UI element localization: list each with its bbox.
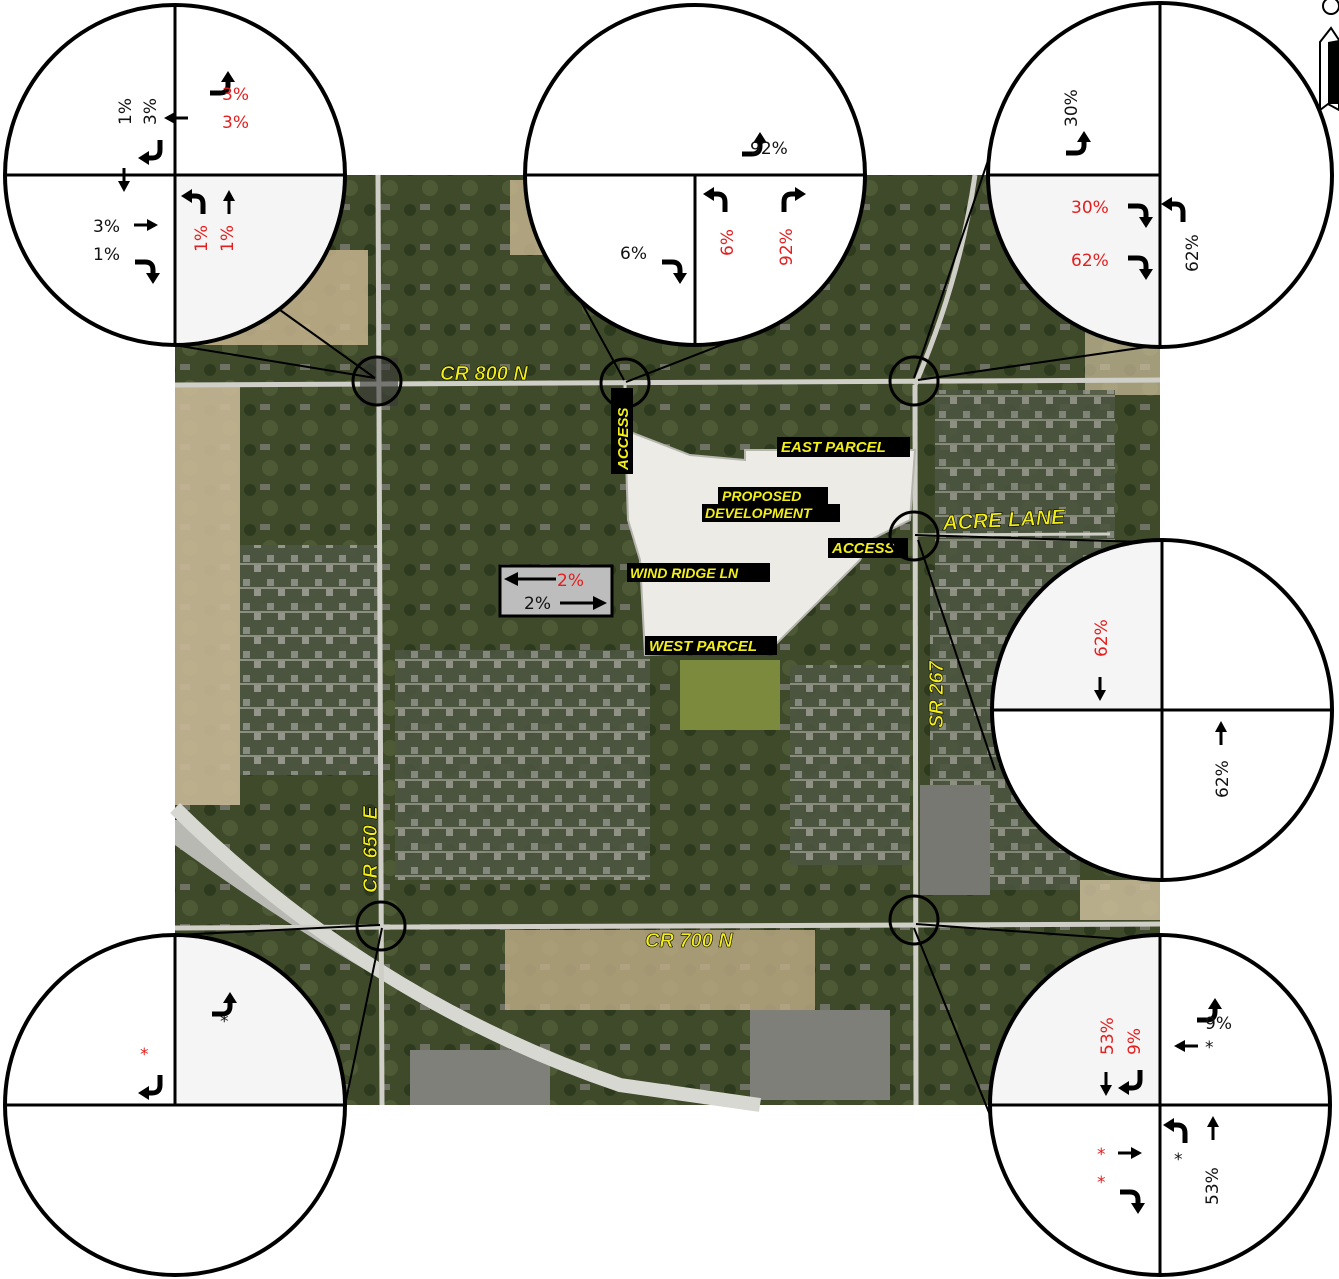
ne-wb-left-pct: 30% <box>1062 89 1082 127</box>
ne-eb-left-pct: 30% <box>1071 198 1109 218</box>
callout-cr800n-sr267: 30% 30% 62% 62% <box>986 1 1334 349</box>
intersection-markers <box>351 355 940 952</box>
road-label-acre-lane: ACRE LANE <box>941 506 1067 535</box>
nw-nb-through-pct: 1% <box>218 225 238 252</box>
nw-sb-through-pct: 1% <box>116 98 136 125</box>
sw-wb-right-pct: * <box>220 1012 229 1032</box>
n-access-nb-right-pct: 92% <box>777 228 797 266</box>
callout-acre-lane-sr267: 62% 62% <box>990 538 1334 882</box>
ne-nb-left-pct: 62% <box>1183 234 1203 272</box>
callout-cr800n-cr650e: 1% 3% 3% 3% 3% 1% 1% 1% <box>3 3 347 347</box>
se-wb-through-pct: * <box>1205 1038 1214 1058</box>
se-sb-through-pct: 53% <box>1098 1017 1118 1055</box>
proposed-label: PROPOSED <box>722 488 801 504</box>
nw-wb-through-pct: 3% <box>222 113 249 133</box>
nw-wb-right-pct: 3% <box>222 85 249 105</box>
callout-cr700n-sr267: 9% * 53% 9% * * * 53% <box>988 933 1332 1277</box>
nw-eb-through-pct: 3% <box>93 217 120 237</box>
acre-nb-through-pct: 62% <box>1213 760 1233 798</box>
sw-sb-left-pct: * <box>140 1045 149 1065</box>
wind-ridge-distribution-box: 2% 2% <box>498 564 614 618</box>
nw-nb-left-pct: 1% <box>192 225 212 252</box>
road-label-cr700n: CR 700 N <box>645 930 733 952</box>
nw-eb-right-pct: 1% <box>93 245 120 265</box>
se-eb-through-pct: * <box>1097 1145 1106 1165</box>
access-label-east: ACCESS <box>831 540 895 557</box>
callout-cr800n-access: 92% 6% 6% 92% <box>523 3 867 347</box>
nw-sb-left-pct: 3% <box>141 98 161 125</box>
road-label-cr650e: CR 650 E <box>360 806 382 893</box>
n-access-eb-right-pct: 6% <box>620 244 647 264</box>
se-wb-right-pct: 9% <box>1205 1014 1232 1034</box>
se-nb-through-pct: 53% <box>1203 1167 1223 1205</box>
n-access-wb-right-pct: 92% <box>750 139 788 159</box>
acre-sb-through-pct: 62% <box>1092 619 1112 657</box>
road-label-cr800n: CR 800 N <box>440 363 528 385</box>
development-label: DEVELOPMENT <box>705 505 813 521</box>
wind-ridge-east-pct: 2% <box>524 594 551 614</box>
se-nb-left-pct: * <box>1174 1150 1183 1170</box>
wind-ridge-label: WIND RIDGE LN <box>630 565 739 581</box>
north-arrow-icon <box>1319 0 1339 112</box>
ne-eb-right-pct: 62% <box>1071 251 1109 271</box>
development-labels: ACCESS ACCESS EAST PARCEL PROPOSED DEVEL… <box>611 388 910 655</box>
n-access-nb-left-pct: 6% <box>718 229 738 256</box>
access-label-north: ACCESS <box>615 407 632 471</box>
east-parcel-label: EAST PARCEL <box>781 439 886 456</box>
leader-lines <box>173 139 1161 1116</box>
road-labels: CR 800 N CR 700 N CR 650 E SR 267 ACRE L… <box>360 363 1067 953</box>
wind-ridge-west-pct: 2% <box>557 571 584 591</box>
callout-cr700n-cr650e: * * <box>3 933 347 1277</box>
se-sb-left-pct: 9% <box>1125 1028 1145 1055</box>
road-label-sr267: SR 267 <box>926 660 948 728</box>
se-eb-right-pct: * <box>1097 1173 1106 1193</box>
west-parcel-label: WEST PARCEL <box>649 638 757 655</box>
